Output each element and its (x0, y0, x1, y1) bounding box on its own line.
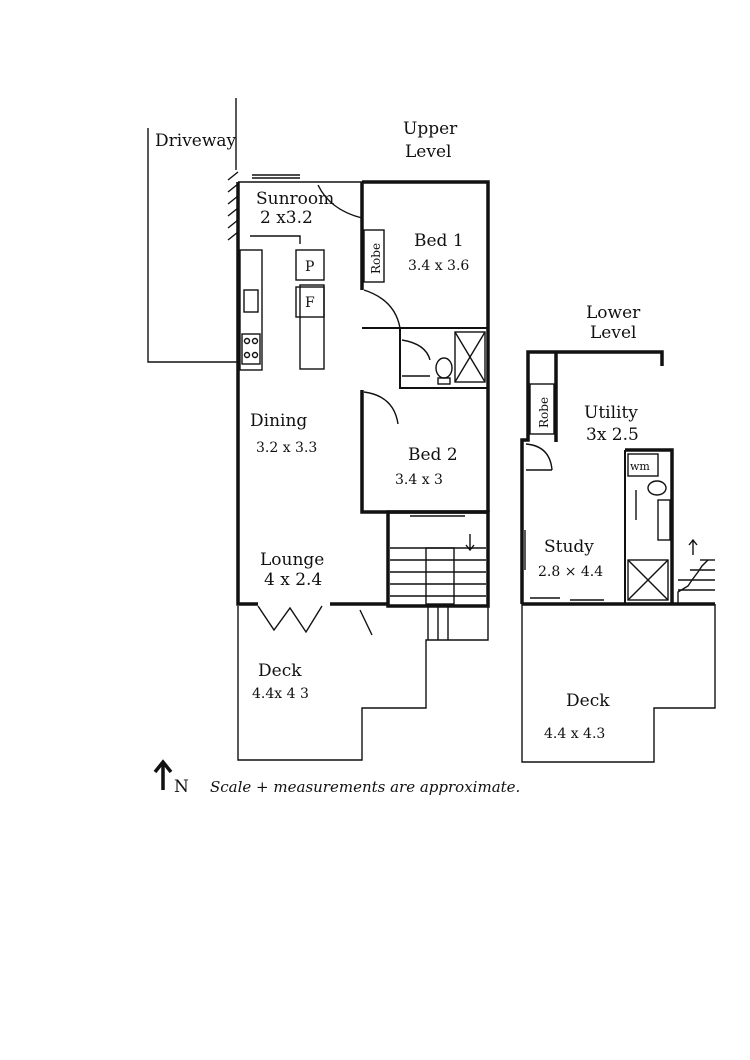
kitchen-island (299, 284, 325, 370)
lower-steps (427, 606, 449, 640)
upper-level-title-1: Upper (403, 119, 458, 139)
north-arrow (153, 759, 173, 790)
shower (454, 331, 486, 383)
sunroom-label: Sunroom (256, 189, 334, 209)
driveway-outline (147, 128, 237, 363)
lounge-bifold-door (257, 605, 323, 634)
bed2-size: 3.4 x 3 (395, 472, 443, 488)
bed1-robe (363, 229, 385, 283)
utility-label: Utility (584, 403, 638, 423)
upper-deck-size: 4.4x 4 3 (252, 686, 309, 702)
sunroom-hatching (227, 171, 239, 241)
utility-size: 3x 2.5 (586, 425, 639, 445)
kitchen-top-bench (250, 235, 301, 244)
fridge-label: F (305, 295, 315, 311)
lower-level-title-1: Lower (586, 303, 641, 323)
upper-outer-wall-east (362, 180, 490, 512)
wm-label: wm (630, 460, 650, 473)
lower-level-plan (520, 350, 716, 763)
lower-toilet (647, 480, 667, 496)
upper-outer-wall (236, 182, 258, 606)
dining-size: 3.2 x 3.3 (256, 440, 317, 456)
study-size: 2.8 × 4.4 (538, 564, 603, 580)
upper-stairs (386, 510, 490, 608)
bathroom-door (401, 339, 431, 361)
upper-deck-outline (237, 606, 489, 761)
bed2-door (363, 391, 399, 425)
upper-deck-label: Deck (258, 661, 302, 681)
robe-lower-label: Robe (537, 397, 551, 428)
lower-deck-size: 4.4 x 4.3 (544, 726, 605, 742)
kitchen-bench-west (239, 249, 263, 371)
bed1-door (363, 289, 401, 329)
upper-level-plan (147, 98, 490, 761)
lounge-size: 4 x 2.4 (264, 570, 322, 590)
driveway-label: Driveway (155, 131, 237, 151)
lower-outer-wall (520, 350, 664, 604)
bathroom-walls (399, 328, 488, 389)
lower-outside-steps (677, 538, 715, 604)
robe-upper-label: Robe (369, 243, 383, 274)
pantry-label: P (305, 259, 314, 275)
sunroom-window (252, 174, 300, 179)
study-label: Study (544, 537, 594, 557)
upper-stair-treads (390, 547, 486, 597)
scale-note: Scale + measurements are approximate. (210, 778, 520, 796)
dining-label: Dining (250, 411, 307, 431)
north-label: N (174, 777, 189, 797)
lower-vanity (657, 499, 671, 541)
lower-robe (529, 383, 555, 435)
bed2-label: Bed 2 (408, 445, 458, 465)
upper-level-title-2: Level (405, 142, 451, 162)
lower-level-title-2: Level (590, 323, 636, 343)
fridge-box (295, 286, 325, 318)
lower-deck-outline (521, 604, 716, 763)
sunroom-door (317, 184, 363, 219)
toilet (435, 357, 453, 379)
sunroom-size: 2 x3.2 (260, 208, 313, 228)
kitchen-stove (241, 333, 261, 365)
laundry-walls (625, 448, 674, 604)
lower-shower (627, 559, 669, 601)
wm-box (627, 453, 659, 477)
bed1-label: Bed 1 (414, 231, 464, 251)
kitchen-sink (243, 289, 259, 313)
lounge-label: Lounge (260, 550, 324, 570)
bed1-size: 3.4 x 3.6 (408, 258, 469, 274)
utility-door (525, 443, 553, 471)
lower-deck-label: Deck (566, 691, 610, 711)
pantry-box (295, 249, 325, 281)
